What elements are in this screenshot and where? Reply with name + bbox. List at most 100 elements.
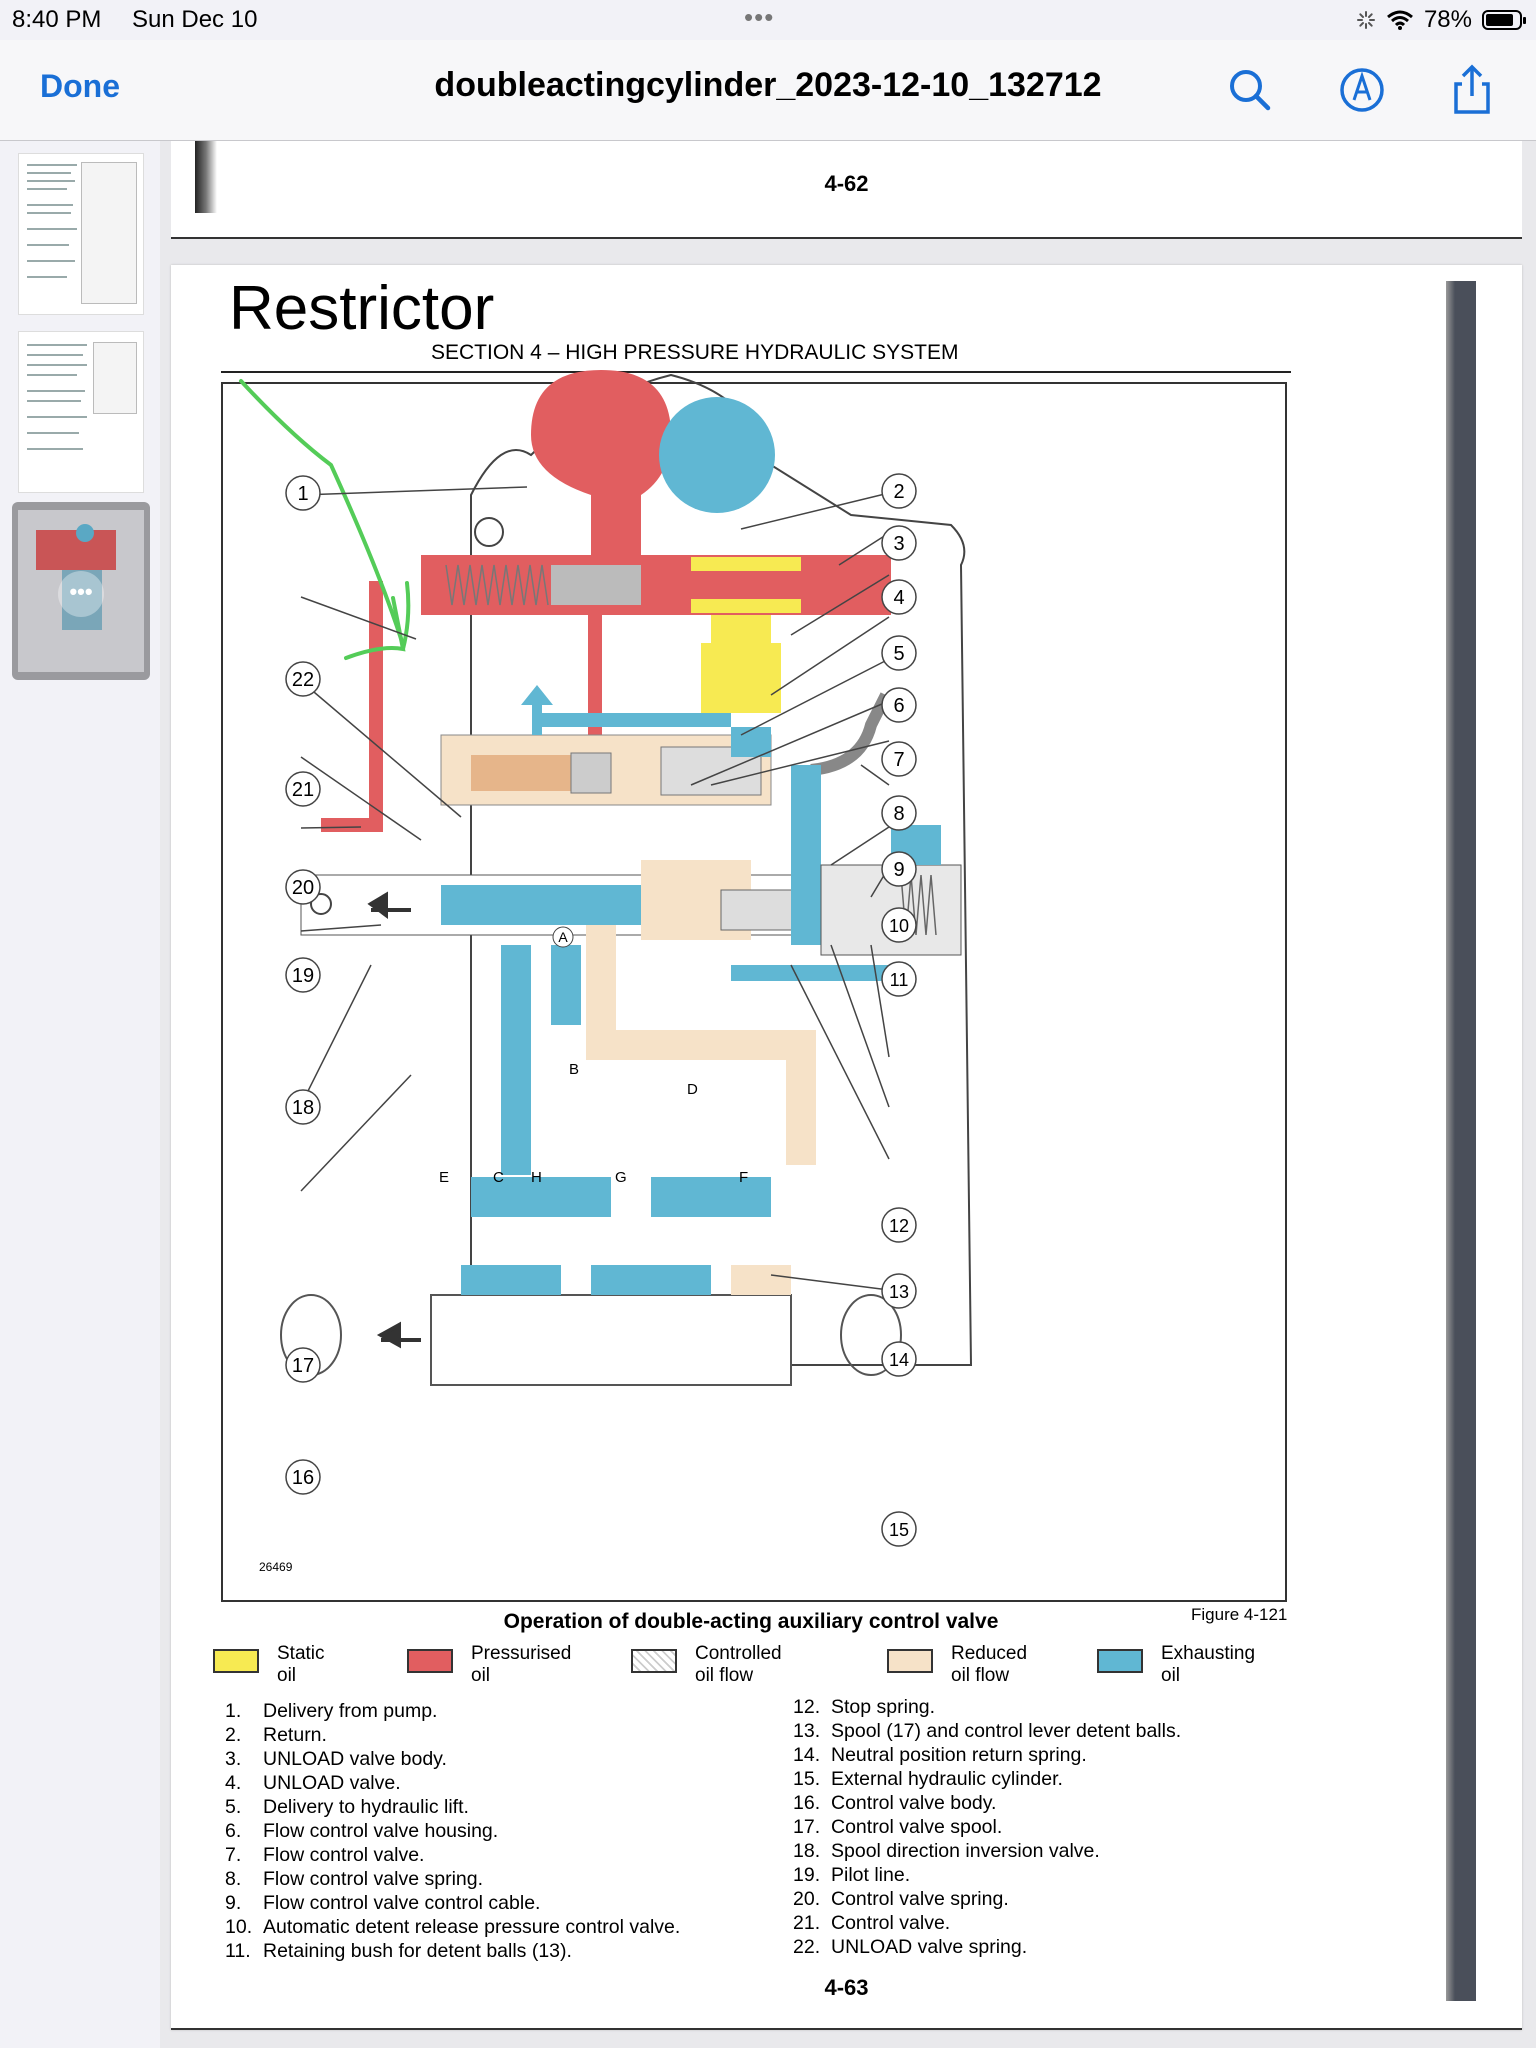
part-row: 16.Control valve body. [793, 1792, 997, 1814]
done-button[interactable]: Done [40, 68, 120, 104]
previous-page: 4-62 [171, 141, 1522, 239]
status-bar: 8:40 PM Sun Dec 10 ••• 78% [0, 0, 1536, 40]
svg-text:19: 19 [292, 965, 314, 987]
parts-list-left: 1.Delivery from pump. 2.Return. 3.UNLOAD… [225, 1699, 680, 1963]
svg-text:17: 17 [292, 1355, 314, 1377]
status-indicators: 78% [1356, 6, 1526, 34]
port-label-c: C [493, 1169, 504, 1186]
svg-text:9: 9 [893, 859, 904, 881]
status-time: 8:40 PM [12, 6, 102, 33]
callout-13: 13 [881, 1273, 917, 1309]
part-row: 6.Flow control valve housing. [225, 1820, 499, 1842]
callout-9: 9 [881, 851, 917, 887]
callout-4: 4 [881, 579, 917, 615]
svg-text:4: 4 [893, 587, 904, 609]
legend-swatch [1097, 1649, 1143, 1673]
svg-text:8: 8 [893, 803, 904, 825]
svg-text:6: 6 [893, 695, 904, 717]
callout-3: 3 [881, 525, 917, 561]
svg-text:12: 12 [889, 1216, 909, 1236]
part-row: 7.Flow control valve. [225, 1844, 425, 1866]
callout-1: 1 [285, 475, 321, 511]
callout-15: 15 [881, 1511, 917, 1547]
callout-18: 18 [285, 1089, 321, 1125]
port-label-g: G [615, 1169, 627, 1186]
loading-spinner-icon [1356, 11, 1375, 29]
search-icon[interactable] [1222, 62, 1278, 118]
callout-16: 16 [285, 1459, 321, 1495]
part-row: 8.Flow control valve spring. [225, 1868, 484, 1890]
svg-text:A: A [558, 929, 568, 945]
document-viewer[interactable]: 4-62 Restrictor SECTION 4 – HIGH PRESSUR… [160, 141, 1536, 2048]
part-row: 10.Automatic detent release pressure con… [225, 1916, 681, 1938]
svg-text:10: 10 [889, 916, 909, 936]
legend-swatch [887, 1649, 933, 1673]
callout-7: 7 [881, 741, 917, 777]
svg-text:15: 15 [889, 1520, 909, 1540]
current-page: Restrictor SECTION 4 – HIGH PRESSURE HYD… [171, 265, 1522, 2030]
figure-caption: Operation of double-acting auxiliary con… [503, 1610, 999, 1633]
legend-swatch [631, 1649, 677, 1673]
callout-14: 14 [881, 1341, 917, 1377]
port-label-d: D [687, 1081, 698, 1098]
part-row: 11.Retaining bush for detent balls (13). [225, 1940, 572, 1962]
callout-12: 12 [881, 1207, 917, 1243]
svg-text:1: 1 [297, 483, 308, 505]
svg-text:3: 3 [893, 533, 904, 555]
multitasking-dots-icon[interactable]: ••• [744, 2, 775, 32]
svg-text:11: 11 [890, 970, 909, 990]
diagram-reference-number: 26469 [259, 1560, 293, 1574]
svg-text:18: 18 [292, 1097, 314, 1119]
part-row: 18.Spool direction inversion valve. [793, 1840, 1100, 1862]
part-row: 22.UNLOAD valve spring. [793, 1936, 1028, 1958]
thumbnail-sidebar: ••• [0, 141, 160, 2048]
svg-text:22: 22 [292, 669, 314, 691]
part-row: 19.Pilot line. [793, 1864, 911, 1886]
part-row: 1.Delivery from pump. [225, 1700, 438, 1722]
part-row: 5.Delivery to hydraulic lift. [225, 1796, 469, 1818]
part-row: 4.UNLOAD valve. [225, 1772, 401, 1794]
svg-text:7: 7 [893, 749, 904, 771]
markup-icon[interactable] [1334, 62, 1390, 118]
previous-page-number: 4-62 [824, 171, 869, 196]
thumbnail-more-button[interactable]: ••• [58, 571, 104, 617]
callout-11: 11 [881, 961, 917, 997]
part-row: 13.Spool (17) and control lever detent b… [793, 1720, 1182, 1742]
page-thumbnail-2[interactable] [18, 331, 144, 493]
page-thumbnail-1[interactable] [18, 153, 144, 315]
callout-17: 17 [285, 1347, 321, 1383]
svg-text:14: 14 [889, 1350, 909, 1370]
restrictor-annotation: Restrictor [229, 274, 495, 343]
part-row: 21.Control valve. [793, 1912, 951, 1934]
callout-6: 6 [881, 687, 917, 723]
nav-bar: Done doubleactingcylinder_2023-12-10_132… [0, 40, 1536, 141]
battery-percent: 78% [1423, 6, 1472, 33]
callout-8: 8 [881, 795, 917, 831]
svg-text:5: 5 [893, 643, 904, 665]
svg-text:20: 20 [292, 877, 314, 899]
parts-list-right: 12.Stop spring. 13.Spool (17) and contro… [793, 1695, 1181, 1959]
callout-10: 10 [881, 907, 917, 943]
figure-number: Figure 4-121 [1191, 1605, 1288, 1624]
part-row: 9.Flow control valve control cable. [225, 1892, 541, 1914]
callout-19: 19 [285, 957, 321, 993]
port-label-h: H [531, 1169, 542, 1186]
callout-20: 20 [285, 869, 321, 905]
part-row: 17.Control valve spool. [793, 1816, 1003, 1838]
port-label-f: F [739, 1169, 749, 1186]
port-label-b: B [569, 1061, 580, 1078]
callout-2: 2 [881, 473, 917, 509]
hydraulic-diagram-frame [221, 382, 1287, 1602]
part-row: 14.Neutral position return spring. [793, 1744, 1087, 1766]
callout-21: 21 [285, 771, 321, 807]
page-thumbnail-3-selected[interactable] [12, 502, 150, 680]
wifi-icon [1386, 10, 1413, 30]
legend-swatch [407, 1649, 453, 1673]
share-icon[interactable] [1444, 62, 1500, 118]
callout-5: 5 [881, 635, 917, 671]
